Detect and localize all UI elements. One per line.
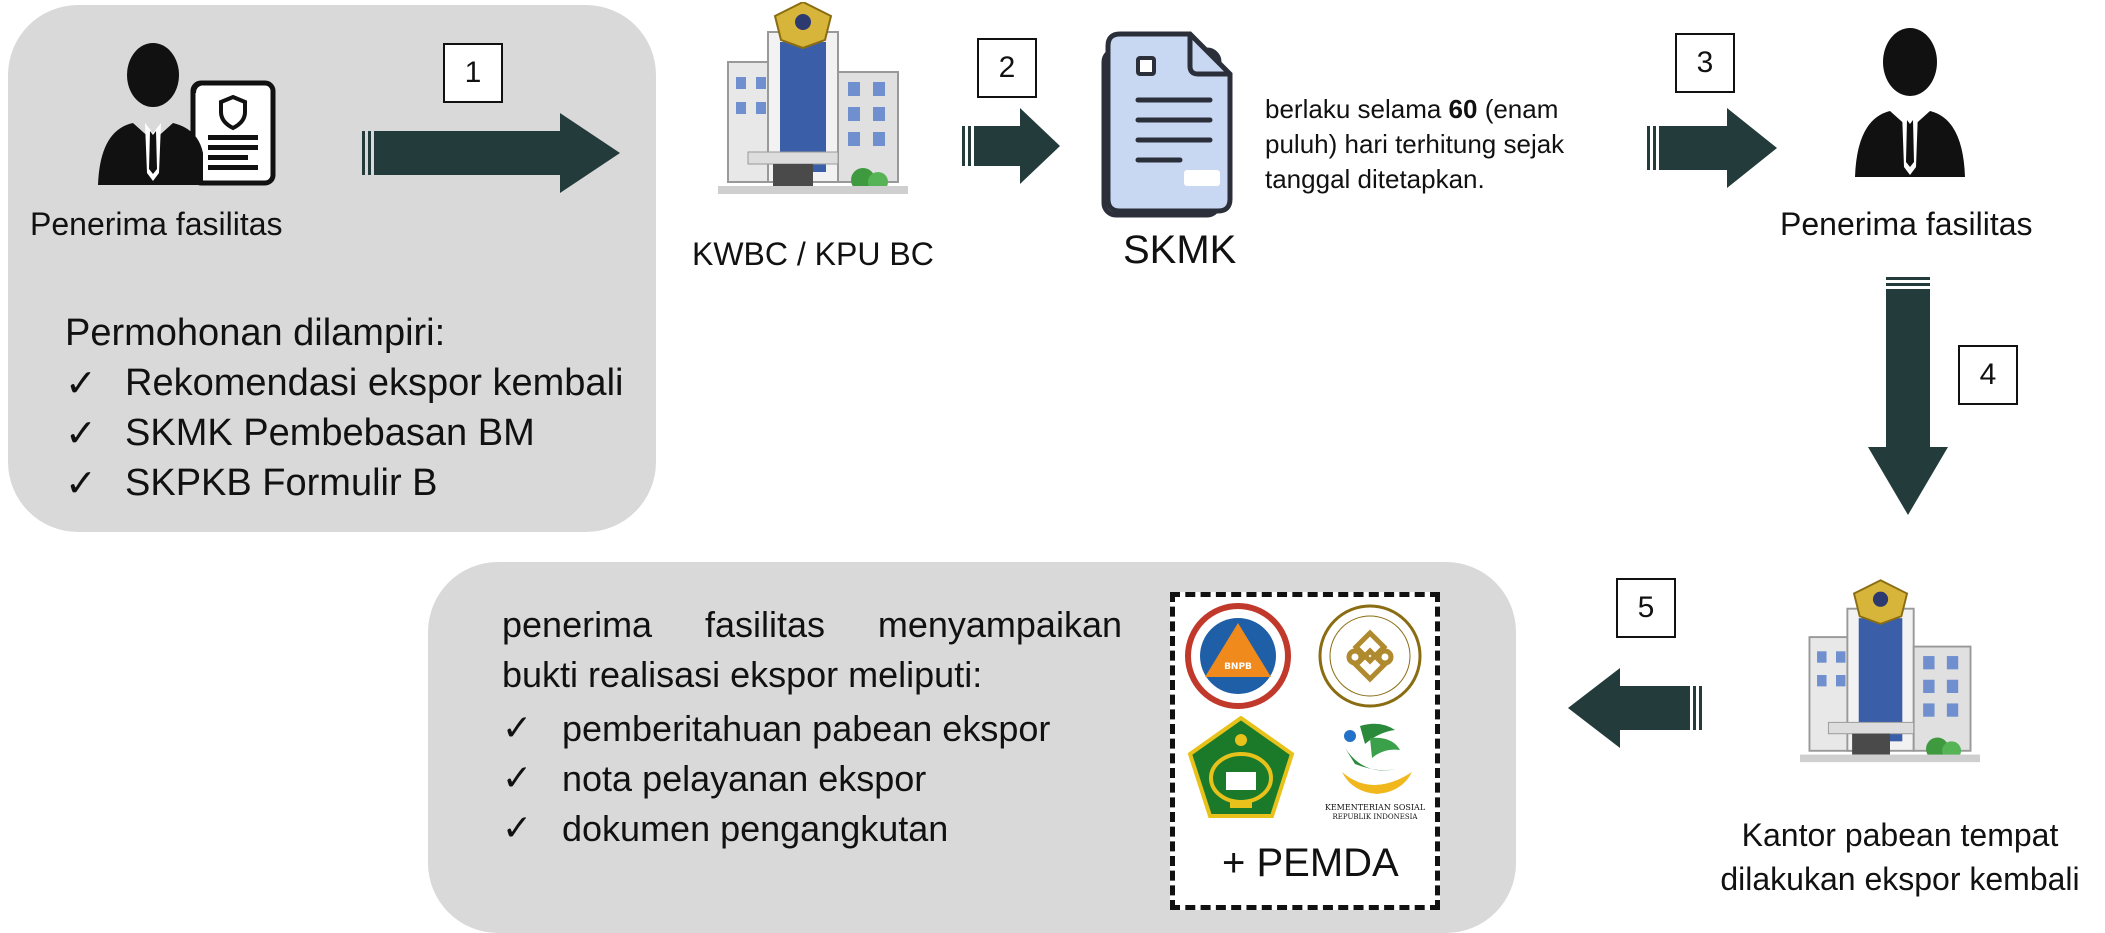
- kemensos-logo: KEMENTERIAN SOSIAL REPUBLIK INDONESIA: [1320, 712, 1430, 822]
- svg-text:KEMENTERIAN SOSIAL: KEMENTERIAN SOSIAL: [1325, 803, 1426, 812]
- pemda-label: + PEMDA: [1222, 841, 1399, 885]
- right-arrow-icon: [962, 108, 1062, 184]
- person-icon: [1855, 22, 1965, 182]
- right-arrow-icon: [1647, 108, 1779, 188]
- validity-note: berlaku selama 60 (enam puluh) hari terh…: [1265, 94, 1565, 194]
- left-arrow-icon: [1568, 668, 1708, 748]
- checkmark-icon: ✓: [65, 461, 97, 505]
- list-item: ✓ pemberitahuan pabean ekspor: [502, 704, 1050, 754]
- office-building-icon: [718, 2, 908, 202]
- checkmark-icon: ✓: [502, 708, 533, 749]
- export-office-label: Kantor pabean tempat dilakukan ekspor ke…: [1720, 817, 2080, 897]
- checkmark-icon: ✓: [502, 808, 533, 849]
- step-4-box: 4: [1958, 345, 2018, 405]
- list-item: ✓ SKMK Pembebasan BM: [65, 408, 623, 458]
- attachment-list: Permohonan dilampiri: ✓ Rekomendasi eksp…: [65, 308, 623, 508]
- step-1-box: 1: [443, 43, 503, 103]
- list-item: ✓ SKPKB Formulir B: [65, 458, 623, 508]
- down-arrow-icon: [1868, 277, 1948, 517]
- skmk-label: SKMK: [1123, 228, 1237, 272]
- kemenag-logo: [1186, 716, 1296, 821]
- bnpb-logo: BNPB: [1183, 601, 1293, 711]
- realization-intro: penerima fasilitas menyampaikan bukti re…: [502, 604, 1122, 695]
- attachment-heading: Permohonan dilampiri:: [65, 312, 446, 354]
- checkmark-icon: ✓: [65, 361, 97, 405]
- checkmark-icon: ✓: [502, 758, 533, 799]
- checkmark-icon: ✓: [65, 411, 97, 455]
- application-panel: [8, 5, 656, 532]
- document-icon: [1100, 30, 1240, 220]
- office-label: KWBC / KPU BC: [692, 236, 934, 272]
- step-2-box: 2: [977, 38, 1037, 98]
- list-item: ✓ Rekomendasi ekspor kembali: [65, 358, 623, 408]
- step-3-box: 3: [1675, 33, 1735, 93]
- svg-text:REPUBLIK INDONESIA: REPUBLIK INDONESIA: [1333, 813, 1419, 821]
- svg-text:BNPB: BNPB: [1224, 662, 1252, 672]
- recipient-label: Penerima fasilitas: [1780, 206, 2033, 242]
- right-arrow-icon: [362, 113, 622, 193]
- realization-list: ✓ pemberitahuan pabean ekspor ✓ nota pel…: [502, 704, 1050, 854]
- list-item: ✓ dokumen pengangkutan: [502, 804, 1050, 854]
- applicant-label: Penerima fasilitas: [30, 206, 283, 242]
- step-5-box: 5: [1616, 578, 1676, 638]
- person-with-certificate-icon: [98, 35, 298, 195]
- list-item: ✓ nota pelayanan ekspor: [502, 754, 1050, 804]
- kemenbud-logo: [1315, 601, 1425, 711]
- export-office-building-icon: [1800, 565, 1980, 785]
